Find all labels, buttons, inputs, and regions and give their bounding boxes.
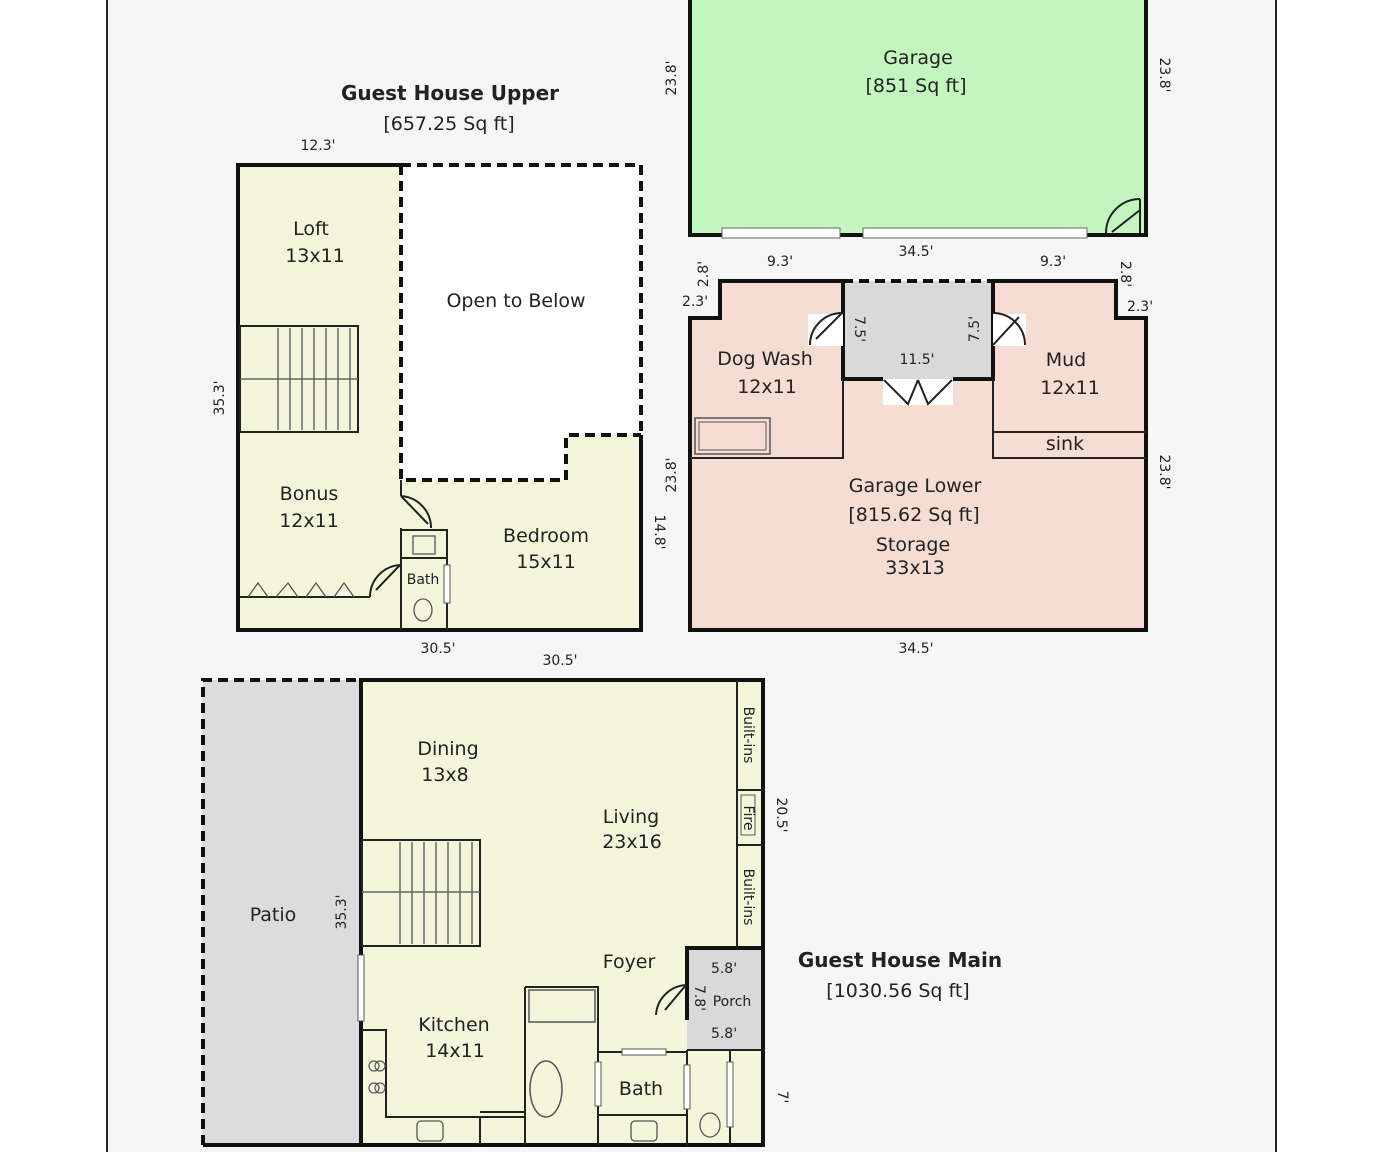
dim-label: 7' <box>774 1091 790 1104</box>
garage-door <box>862 227 1088 239</box>
stove-icon <box>368 1060 380 1072</box>
room-label: Built-ins <box>740 707 756 764</box>
room-size: 12x11 <box>279 510 339 532</box>
room-label: Loft <box>293 218 329 240</box>
dim-label: 34.5' <box>898 641 933 657</box>
bathtub-icon <box>529 1060 563 1118</box>
dim-label: 5.8' <box>711 1026 737 1042</box>
room-size: 14x11 <box>425 1040 485 1062</box>
room-label: Bedroom <box>503 525 589 547</box>
window <box>357 954 365 1022</box>
section-title: Guest House Main <box>798 948 1002 972</box>
room-label: Bonus <box>280 483 339 505</box>
room-size: 13x8 <box>421 764 469 786</box>
room-size: 13x11 <box>285 245 345 267</box>
vestibule <box>843 281 993 379</box>
dim-label: 30.5' <box>542 653 577 669</box>
room-label: Fire <box>740 806 756 831</box>
room-label: Dog Wash <box>717 348 813 370</box>
dim-label: 7.5' <box>851 316 867 342</box>
closet-doors-icon <box>247 581 355 598</box>
dim-label: 7.8' <box>691 985 707 1011</box>
door-swing-icon <box>1105 198 1141 234</box>
room-label: Dining <box>417 738 478 760</box>
dim-label: 11.5' <box>899 352 934 368</box>
dim-label: 9.3' <box>767 254 793 270</box>
porch <box>687 948 763 1050</box>
dim-label: 7.5' <box>967 316 983 342</box>
dim-label: 35.3' <box>212 380 228 415</box>
dim-label: 23.8' <box>1156 57 1172 92</box>
room-label: Mud <box>1046 349 1087 371</box>
garage-lower: Dog Wash 12x11 Mud 12x11 sink Garage Low… <box>664 254 1172 657</box>
door-swing-icon <box>368 564 401 598</box>
room-label: Foyer <box>603 951 656 973</box>
room-label: Storage <box>876 534 950 556</box>
stairs <box>361 839 481 947</box>
area-label: [657.25 Sq ft] <box>383 113 514 135</box>
section-title: Guest House Upper <box>341 81 559 105</box>
room-label: Kitchen <box>418 1014 489 1036</box>
sink-icon <box>412 535 436 555</box>
bathtub-icon <box>528 989 596 1023</box>
area-label: [815.62 Sq ft] <box>848 504 979 526</box>
door-swing-icon <box>655 984 687 1016</box>
dim-label: 23.8' <box>664 457 680 492</box>
room-label: Open to Below <box>446 290 585 312</box>
dim-label: 12.3' <box>300 138 335 154</box>
room-label: Built-ins <box>740 869 756 926</box>
room-label: Bath <box>619 1078 663 1100</box>
dim-label: 2.3' <box>1127 299 1153 315</box>
room-label: Living <box>603 806 660 828</box>
dim-label: 23.8' <box>1156 454 1172 489</box>
dim-label: 30.5' <box>420 641 455 657</box>
dim-label: 23.8' <box>664 60 680 95</box>
room-size: 12x11 <box>737 376 797 398</box>
guest-house-upper: Guest House Upper [657.25 Sq ft] Loft 13… <box>212 81 667 657</box>
toilet-icon <box>699 1112 721 1138</box>
guest-house-main: Patio Dining 13x8 Living 23x16 Built-ins… <box>201 653 1002 1147</box>
dim-label: 35.3' <box>334 894 350 929</box>
dim-label: 5.8' <box>711 961 737 977</box>
dim-label: 20.5' <box>773 797 789 832</box>
open-to-below <box>401 165 641 480</box>
garage-door <box>721 227 841 239</box>
area-label: [851 Sq ft] <box>865 75 966 97</box>
dim-label: 2.8' <box>696 261 712 287</box>
room-size: 15x11 <box>516 551 576 573</box>
room-size: 23x16 <box>602 831 662 853</box>
dog-wash-tub <box>694 417 771 455</box>
dim-label: 2.3' <box>682 294 708 310</box>
toilet-icon <box>413 598 433 622</box>
room-label: Garage <box>883 47 953 69</box>
garage: Garage [851 Sq ft] 23.8' 23.8' 34.5' <box>664 0 1172 260</box>
door-swing-icon <box>992 312 1026 346</box>
patio <box>203 680 361 1145</box>
dim-label: 2.8' <box>1117 261 1133 287</box>
dim-label: 34.5' <box>898 244 933 260</box>
room-size: 33x13 <box>885 557 945 579</box>
room-size: 12x11 <box>1040 377 1100 399</box>
door-swing-icon <box>809 312 843 346</box>
door-swing-icon <box>400 495 433 529</box>
room-label: Porch <box>713 994 752 1010</box>
room-label: Patio <box>250 904 297 926</box>
room-label: sink <box>1046 433 1084 455</box>
double-door-icon <box>883 379 953 406</box>
sink-icon <box>630 1120 658 1142</box>
dim-label: 9.3' <box>1040 254 1066 270</box>
sink-icon <box>416 1120 444 1142</box>
dim-label: 14.8' <box>651 514 667 549</box>
section-title: Garage Lower <box>849 475 982 497</box>
area-label: [1030.56 Sq ft] <box>826 980 969 1002</box>
room-label: Bath <box>407 572 440 588</box>
